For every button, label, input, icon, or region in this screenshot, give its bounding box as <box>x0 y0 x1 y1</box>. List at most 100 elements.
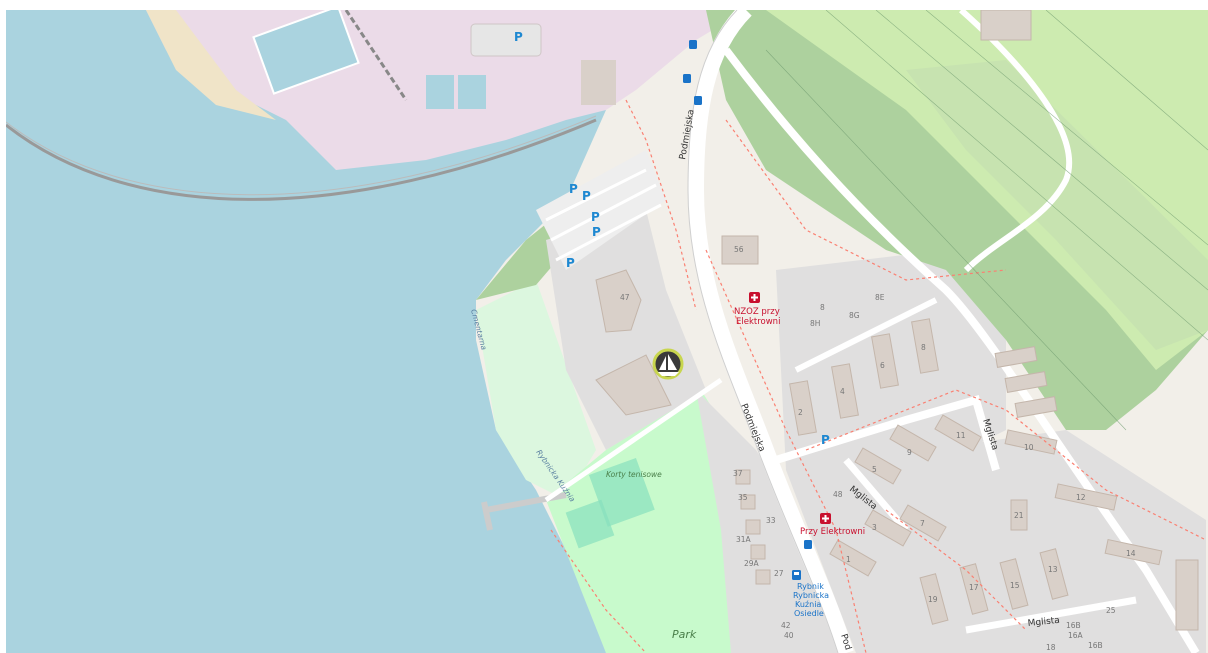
parking-row-2 <box>550 183 657 242</box>
clinic-icon[interactable] <box>749 292 760 303</box>
map-canvas[interactable]: P P P P P P P Podmiejska Podmiejska Pod … <box>6 10 1208 653</box>
topo-lines <box>765 10 1208 431</box>
pool-3 <box>458 75 486 109</box>
house-number: 6 <box>880 361 885 370</box>
building-res-14 <box>1104 538 1163 566</box>
park-strip <box>476 280 596 500</box>
house-number: 8G <box>849 311 860 320</box>
road-podmiejska-edge <box>687 10 839 653</box>
footpath-5 <box>725 119 1007 281</box>
road-cross <box>794 297 938 373</box>
grass-coast <box>476 220 566 300</box>
parking-label-4[interactable]: P <box>591 210 600 224</box>
building-res-19 <box>919 573 949 625</box>
industrial-building-1 <box>470 23 542 57</box>
bus-stop-icon[interactable] <box>804 540 812 549</box>
footpath-4 <box>550 529 647 653</box>
building-47 <box>595 269 642 333</box>
house-number: 18 <box>1046 643 1056 652</box>
house-number: 4 <box>840 387 845 396</box>
building-res-15 <box>999 558 1029 610</box>
map-viewport[interactable]: P P P P P P P Podmiejska Podmiejska Pod … <box>6 10 1208 653</box>
building-e-2 <box>1004 371 1048 393</box>
building-marina <box>595 354 672 416</box>
parking-row-1 <box>545 168 647 222</box>
clinic-2-label: Przy Elektrowni <box>800 527 865 537</box>
house-number: 31A <box>736 535 752 544</box>
footpath-1 <box>705 249 867 653</box>
parking-label-7[interactable]: P <box>821 433 830 447</box>
residential-block-4 <box>696 390 846 653</box>
house-number: 16B <box>1066 621 1081 630</box>
bus-stop-label-line2: Rybnicka <box>793 591 829 600</box>
bus-stop-icon[interactable] <box>683 74 691 83</box>
bus-stop-icon[interactable] <box>792 570 801 580</box>
building-res-1 <box>829 539 877 577</box>
pool-2 <box>426 75 454 109</box>
beach-sand <box>146 10 276 120</box>
house-number: 42 <box>781 621 791 630</box>
street-label-mglista-c: Mglista <box>1027 616 1060 629</box>
parking-label-3[interactable]: P <box>582 189 591 203</box>
footpath-6 <box>885 509 1027 631</box>
street-label-podmiejska-south: Pod <box>838 633 853 652</box>
house-number: 16B <box>1088 641 1103 650</box>
house-number: 7 <box>920 519 925 528</box>
bus-stop-label-line1: Rybnik <box>797 582 824 591</box>
parking-area <box>536 150 666 270</box>
building-w-small-5 <box>755 569 771 585</box>
bus-stop-label-line4: Osiedle <box>794 609 824 618</box>
parking-label-1[interactable]: P <box>514 30 523 44</box>
bus-stop-icon[interactable] <box>689 40 697 49</box>
clinic-label-line1: NZOZ przy <box>734 307 780 317</box>
building-ne-1 <box>980 10 1032 41</box>
house-number: 40 <box>784 631 794 640</box>
footpath-3 <box>625 99 697 311</box>
house-number: 10 <box>1024 443 1034 452</box>
bus-stop-icon[interactable] <box>694 96 702 105</box>
house-number: 5 <box>872 465 877 474</box>
building-w-small-3 <box>745 519 761 535</box>
house-number: 35 <box>738 493 748 502</box>
house-number: 2 <box>798 408 803 417</box>
house-number: 12 <box>1076 493 1086 502</box>
sailing-marker-icon[interactable] <box>652 348 684 380</box>
courts-label: Korty tenisowe <box>606 470 662 479</box>
pier-end <box>481 501 493 531</box>
clinic-icon[interactable] <box>820 513 831 524</box>
building-res-6 <box>871 333 899 389</box>
building-w-small-1 <box>735 469 751 485</box>
footpath-2 <box>805 389 1207 541</box>
road-mglista-south <box>843 457 909 533</box>
tennis-court-1 <box>588 457 655 527</box>
building-56 <box>721 235 759 265</box>
building-res-2 <box>789 380 817 436</box>
building-res-4 <box>831 363 859 419</box>
pool-1 <box>252 10 360 95</box>
house-number: 8H <box>810 319 820 328</box>
building-e-1 <box>994 346 1038 368</box>
building-res-9 <box>889 424 937 462</box>
house-number: 11 <box>956 431 966 440</box>
building-res-8 <box>911 318 939 374</box>
building-res-17 <box>959 563 989 615</box>
road-east <box>722 47 1200 653</box>
house-number: 25 <box>1106 606 1116 615</box>
bus-stop-label-line3: Kuźnia <box>795 600 821 609</box>
house-number: 16A <box>1068 631 1084 640</box>
house-number: 9 <box>907 448 912 457</box>
road-north-branch <box>959 10 1073 273</box>
building-res-21 <box>1010 499 1028 531</box>
parking-label-6[interactable]: P <box>566 256 575 270</box>
house-number: 8 <box>921 343 926 352</box>
parking-label-5[interactable]: P <box>592 225 601 239</box>
house-number: 47 <box>620 293 630 302</box>
building-res-13 <box>1039 548 1069 600</box>
house-number: 37 <box>733 469 743 478</box>
building-res-5 <box>854 447 902 485</box>
rail-track <box>344 10 408 101</box>
house-number: 33 <box>766 516 776 525</box>
industrial-building-2 <box>581 60 616 105</box>
parking-label-2[interactable]: P <box>569 182 578 196</box>
building-res-3 <box>864 509 912 547</box>
